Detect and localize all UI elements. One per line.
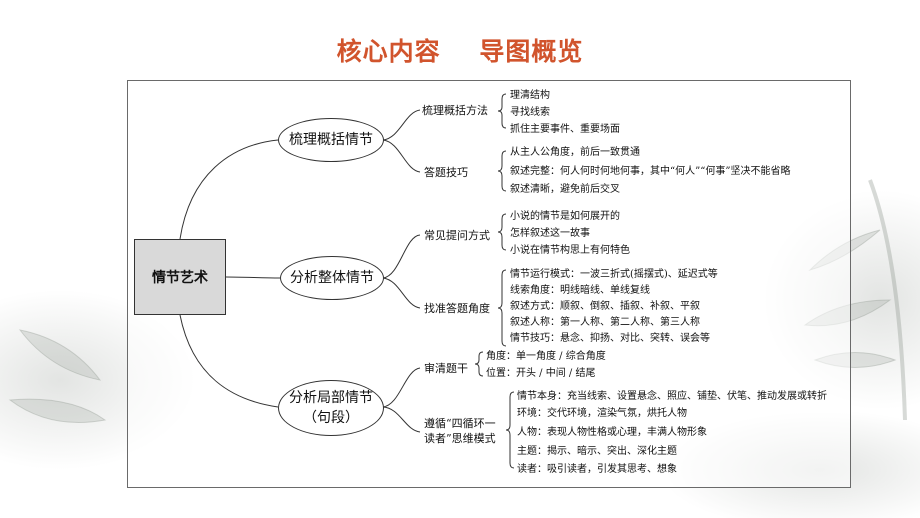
connector-branch2-sub1 (382, 234, 421, 279)
subtopic-answer-skills: 答题技巧 (424, 166, 468, 179)
branch-label: 梳理概括情节 (289, 132, 373, 148)
leaf-item: 小说的情节是如何展开的 (510, 211, 620, 222)
leaf-item: 理清结构 (510, 90, 550, 101)
bracket-sub5 (474, 351, 484, 377)
connector-branch3-sub2 (382, 406, 421, 433)
branch-label-line: 分析局部情节 (289, 390, 373, 406)
bracket-sub4 (497, 269, 507, 347)
leaf-item: 情节本身：充当线索、设置悬念、照应、铺垫、伏笔、推动发展或转折 (517, 391, 827, 402)
bracket-sub2 (497, 150, 507, 192)
leaf-item: 环境：交代环境，渲染气氛，烘托人物 (517, 408, 687, 419)
leaf-item: 情节运行模式：一波三折式(摇摆式)、延迟式等 (510, 269, 718, 280)
subtopic-thinking-mode: 遵循“四循环一 读者”思维模式 (424, 416, 496, 446)
leaf-item: 叙述人称：第一人称、第二人称、第三人称 (510, 317, 700, 328)
subtopic-line: 遵循“四循环一 (424, 417, 496, 430)
branch-node-local-plot: 分析局部情节 （句段） (278, 380, 384, 436)
connector-branch2-sub2 (382, 277, 421, 309)
leaf-item: 情节技巧：悬念、抑扬、对比、突转、误会等 (510, 333, 710, 344)
bracket-sub1 (497, 93, 507, 129)
bracket-sub3 (497, 213, 507, 251)
leaf-item: 小说在情节构思上有何特色 (510, 245, 630, 256)
leaf-item: 读者：吸引读者，引发其思考、想象 (517, 464, 677, 475)
branch-label: 分析整体情节 (290, 270, 374, 286)
leaf-item: 从主人公角度，前后一致贯通 (510, 147, 640, 158)
root-node: 情节艺术 (134, 239, 226, 315)
subtopic-line: 读者”思维模式 (424, 432, 496, 445)
leaf-item: 怎样叙述这一故事 (510, 228, 590, 239)
page-title: 核心内容 导图概览 (336, 37, 584, 66)
branch-node-summarize-plot: 梳理概括情节 (278, 118, 384, 162)
connector-root-branch3 (179, 314, 279, 408)
subtopic-summary-method: 梳理概括方法 (422, 104, 488, 117)
leaf-item: 人物：表现人物性格或心理，丰满人物形象 (517, 427, 707, 438)
connector-root-branch2 (225, 276, 281, 279)
connector-root-branch1 (179, 139, 279, 240)
connector-branch1-sub1 (382, 109, 421, 141)
subtopic-common-questions: 常见提问方式 (424, 229, 490, 242)
subtopic-read-question: 审清题干 (424, 362, 468, 375)
leaf-item: 主题：揭示、暗示、突出、深化主题 (517, 446, 677, 457)
branch-node-overall-plot: 分析整体情节 (280, 256, 384, 300)
subtopic-answer-angles: 找准答题角度 (424, 302, 490, 315)
connector-branch3-sub1 (382, 367, 421, 408)
bracket-sub6 (505, 391, 515, 469)
leaf-item: 寻找线索 (510, 107, 550, 118)
connector-branch1-sub2 (382, 139, 421, 173)
leaf-item: 叙述完整：何人何时何地何事，其中“何人”“何事”坚决不能省略 (510, 166, 791, 177)
leaf-item: 线索角度：明线暗线、单线复线 (510, 285, 650, 296)
leaf-item: 位置：开头 / 中间 / 结尾 (486, 368, 596, 379)
leaf-item: 抓住主要事件、重要场面 (510, 124, 620, 135)
branch-label-line: （句段） (303, 410, 359, 426)
leaf-item: 叙述方式：顺叙、倒叙、插叙、补叙、平叙 (510, 301, 700, 312)
leaf-item: 叙述清晰，避免前后交叉 (510, 184, 620, 195)
leaf-item: 角度：单一角度 / 综合角度 (486, 351, 606, 362)
mindmap-frame (127, 80, 851, 488)
